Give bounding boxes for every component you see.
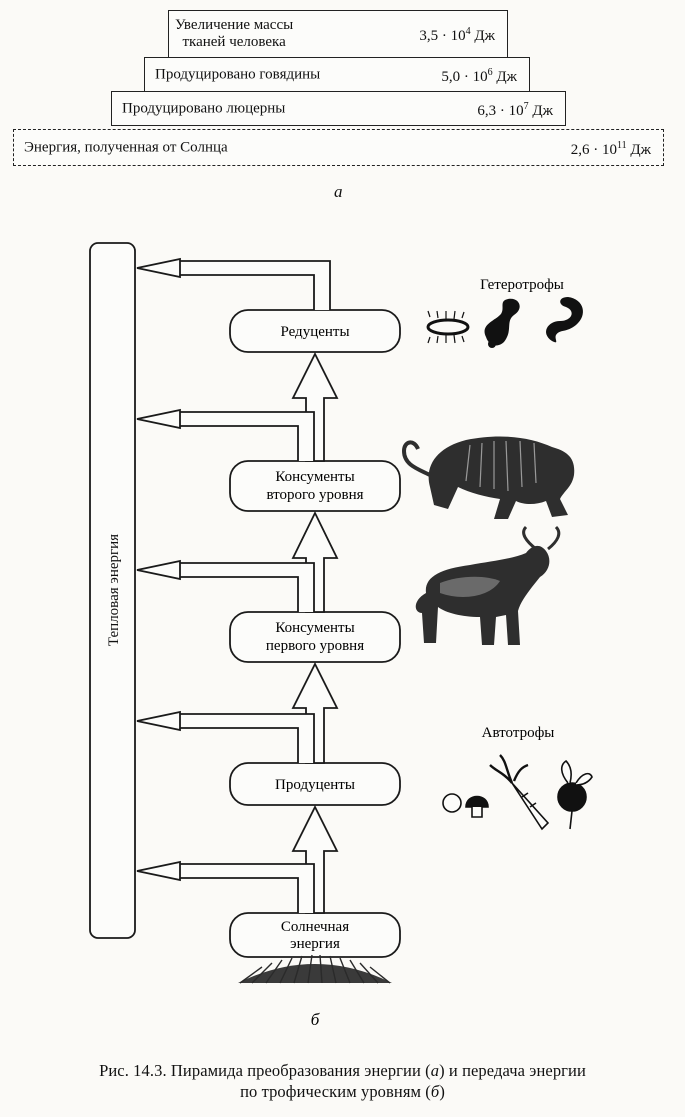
up-arrow-solar-producers xyxy=(291,804,339,914)
mushroom-icon xyxy=(442,793,489,818)
tier-label: Продуцировано люцерны xyxy=(122,100,286,116)
heat-energy-bar xyxy=(89,242,136,939)
tier-value: 5,0 · 106 Дж xyxy=(441,66,517,85)
solar-label-line2: энергия xyxy=(290,936,340,952)
up-arrow-producers-consumers1 xyxy=(291,661,339,764)
pyramid-tier-sun: Энергия, полученная от Солнца 2,6 · 1011… xyxy=(13,129,664,166)
sun-rays-icon xyxy=(238,954,392,984)
beet-icon xyxy=(557,759,593,830)
heat-arrow-consumers1 xyxy=(136,559,315,612)
tier-value: 3,5 · 104 Дж xyxy=(419,26,495,44)
heat-arrow-solar xyxy=(136,860,315,913)
tier-value: 2,6 · 1011 Дж xyxy=(570,139,651,158)
carrot-icon xyxy=(489,754,550,831)
tiger-icon xyxy=(401,436,575,519)
tier-label: Энергия, полученная от Солнца xyxy=(24,139,228,155)
sub-label-b: б xyxy=(311,1010,320,1025)
leech-icon xyxy=(484,298,520,348)
energy-flow-diagram: Тепловая энергия Редуценты Консументы вт… xyxy=(89,242,593,1025)
heat-arrow-decomposers xyxy=(136,257,331,310)
pyramid-tier-beef: Продуцировано говядины 5,0 · 106 Дж xyxy=(144,57,530,92)
tier-label-line2: тканей человека xyxy=(182,34,286,50)
figure-caption: Рис. 14.3. Пирамида преобразования энерг… xyxy=(99,1061,586,1101)
worm-icon xyxy=(426,310,470,344)
heat-arrow-consumers2 xyxy=(136,408,315,461)
sub-label-a: а xyxy=(334,182,343,201)
pyramid-tier-alfalfa: Продуцировано люцерны 6,3 · 107 Дж xyxy=(111,91,566,126)
consumers1-label-line1: Консументы xyxy=(275,620,354,636)
producers-label: Продуценты xyxy=(275,777,355,793)
solar-label-line1: Солнечная xyxy=(281,919,349,935)
consumers1-label-line2: первого уровня xyxy=(266,638,364,654)
autotrophs-label: Автотрофы xyxy=(482,725,555,741)
tier-value: 6,3 · 107 Дж xyxy=(477,100,553,119)
up-arrow-consumers1-consumers2 xyxy=(291,510,339,613)
heterotrophs-label: Гетеротрофы xyxy=(480,277,564,293)
snake-icon xyxy=(546,297,583,343)
up-arrow-consumers2-decomposers xyxy=(291,351,339,462)
decomposers-label: Редуценты xyxy=(280,324,349,340)
tier-label: Продуцировано говядины xyxy=(155,66,321,82)
wildebeest-icon xyxy=(415,525,561,645)
tier-label-line1: Увеличение массы xyxy=(175,17,294,33)
heat-energy-label: Тепловая энергия xyxy=(106,534,122,646)
consumers2-label-line1: Консументы xyxy=(275,469,354,485)
consumers2-label-line2: второго уровня xyxy=(266,487,363,503)
heat-arrow-producers xyxy=(136,710,315,763)
